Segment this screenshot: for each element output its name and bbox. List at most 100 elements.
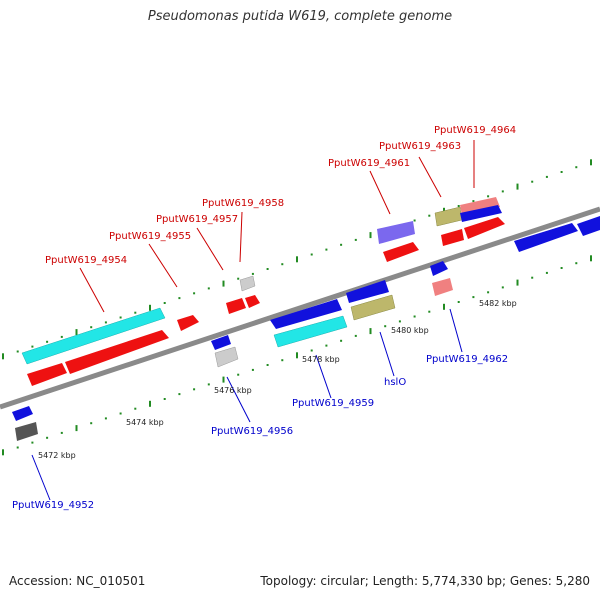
gene-arrow (577, 216, 600, 236)
gene-arrow (27, 363, 67, 386)
tick-mark (60, 335, 63, 338)
gene-arrow (12, 406, 33, 421)
tick-mark (516, 183, 519, 190)
tick-mark (340, 339, 343, 342)
tick-mark (428, 310, 431, 313)
tick-mark (2, 353, 4, 360)
gene-arrow (15, 422, 38, 441)
tick-mark (281, 359, 284, 362)
tick-mark (16, 446, 19, 449)
tick-mark (163, 398, 166, 400)
tick-mark (281, 263, 284, 266)
tick-mark (207, 287, 210, 290)
gene-label: PputW619_4959 (292, 398, 374, 409)
tick-mark (354, 238, 357, 241)
tick-mark (46, 340, 49, 343)
tick-mark (163, 302, 166, 304)
tick-mark (575, 166, 578, 169)
tick-mark (310, 349, 313, 352)
tick-label: 5480 kbp (391, 326, 429, 335)
tick-mark (296, 352, 298, 359)
gene-arrow (273, 315, 348, 348)
tick-mark (501, 286, 504, 289)
gene-arrow (211, 335, 231, 350)
tick-mark (134, 311, 137, 314)
tick-mark (413, 219, 416, 222)
reverse-strand-genes (12, 216, 600, 441)
gene-arrow (21, 307, 166, 365)
tick-mark (575, 262, 578, 265)
gene-arrow (270, 299, 342, 329)
tick-label: 5472 kbp (38, 451, 76, 460)
tick-label: 5474 kbp (126, 418, 164, 427)
gene-arrow (226, 298, 246, 314)
tick-mark (590, 255, 592, 262)
tick-mark (398, 320, 401, 323)
tick-mark (325, 344, 328, 347)
gene-arrow (514, 223, 578, 252)
tick-mark (31, 345, 34, 348)
tick-mark (428, 214, 431, 217)
tick-mark (16, 350, 19, 353)
tick-mark (46, 436, 49, 439)
inner-tick-ring (2, 255, 592, 456)
tick-mark (384, 325, 387, 328)
gene-arrow (460, 205, 502, 222)
gene-arrow (346, 280, 389, 303)
tick-mark (134, 407, 137, 410)
gene-arrow (245, 295, 260, 308)
tick-mark (457, 205, 460, 207)
tick-mark (487, 291, 490, 294)
tick-mark (104, 321, 107, 324)
tick-mark (75, 425, 78, 432)
tick-mark (590, 159, 592, 166)
gene-arrow (432, 278, 453, 296)
gene-label: PputW619_4956 (211, 426, 293, 437)
tick-mark (149, 304, 151, 311)
tick-mark (369, 232, 372, 239)
tick-mark (178, 297, 181, 300)
gene-label: hslO (384, 377, 406, 388)
gene-label: PputW619_4958 (202, 198, 284, 209)
gene-arrow (65, 330, 169, 374)
tick-mark (545, 271, 548, 274)
gene-arrow (434, 206, 463, 227)
gene-label: PputW619_4952 (12, 500, 94, 511)
tick-label: 5478 kbp (302, 355, 340, 364)
tick-mark (222, 376, 225, 383)
tick-mark (472, 296, 475, 299)
gene-arrow (430, 261, 448, 276)
gene-arrow (464, 217, 505, 239)
tick-mark (531, 180, 534, 183)
tick-mark (251, 272, 254, 275)
tick-mark (193, 388, 196, 391)
tick-mark (90, 326, 93, 329)
tick-mark (31, 441, 34, 444)
tick-mark (237, 373, 240, 376)
tick-mark (545, 175, 548, 178)
gene-label: PputW619_4964 (434, 125, 516, 136)
tick-mark (75, 329, 78, 336)
gene-arrow (177, 315, 199, 331)
tick-mark (90, 422, 93, 425)
tick-mark (325, 248, 328, 251)
tick-mark (193, 292, 196, 295)
gene-arrow (214, 346, 239, 368)
tick-mark (119, 316, 122, 319)
tick-mark (60, 431, 63, 434)
tick-mark (237, 277, 240, 280)
tick-mark (340, 243, 343, 246)
tick-mark (531, 276, 534, 279)
gene-arrow (239, 275, 256, 292)
accession-text: Accession: NC_010501 (9, 574, 146, 588)
gene-label: PputW619_4955 (109, 231, 191, 242)
gene-label: PputW619_4962 (426, 354, 508, 365)
gene-label: PputW619_4954 (45, 255, 127, 266)
tick-mark (354, 334, 357, 337)
tick-mark (149, 400, 151, 407)
forward-strand-genes (21, 197, 505, 386)
tick-mark (222, 280, 225, 287)
outer-tick-ring (2, 159, 592, 360)
tick-mark (443, 303, 445, 310)
tick-label: 5476 kbp (214, 386, 252, 395)
